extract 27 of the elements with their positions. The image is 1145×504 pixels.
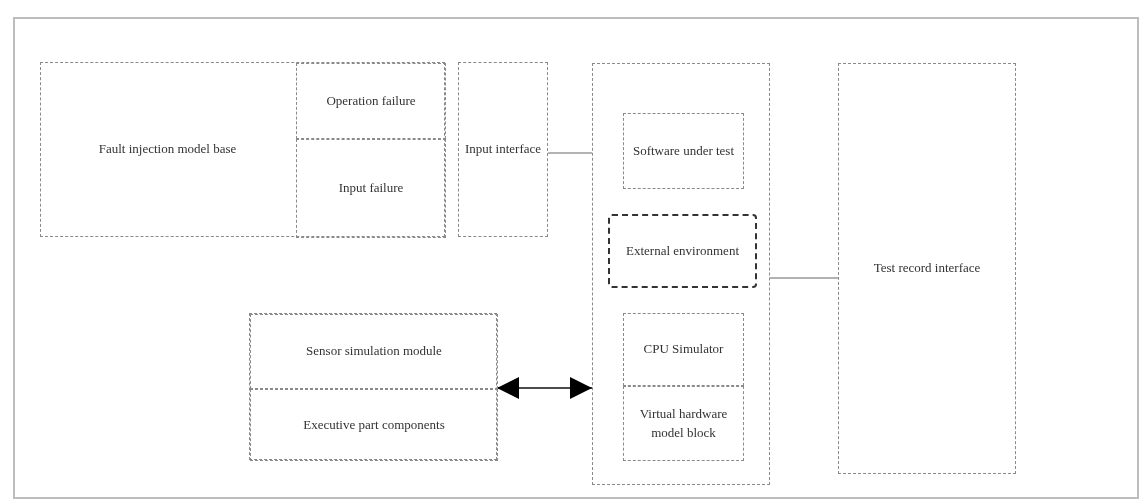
- connector-line: [547, 152, 593, 154]
- dashed-box: [592, 63, 770, 485]
- dashed-box: [40, 62, 445, 237]
- box-label: Input interface: [463, 140, 543, 159]
- box-label: Executive part components: [302, 415, 446, 434]
- dashed-box: [249, 313, 497, 460]
- dashed-box: [250, 314, 498, 389]
- dashed-box: [608, 214, 757, 288]
- box-label: Virtual hardware model block: [638, 404, 729, 442]
- box-label: Input failure: [337, 179, 405, 198]
- dashed-box: [296, 139, 446, 238]
- dashed-box: [623, 113, 744, 189]
- dashed-box: [296, 63, 446, 139]
- box-label: External environment: [625, 241, 740, 260]
- double-arrow: [496, 377, 593, 399]
- box-label: Software under test: [631, 141, 736, 160]
- dashed-box: [838, 63, 1016, 474]
- box-label: Operation failure: [325, 91, 417, 110]
- dashed-box: [623, 313, 744, 386]
- box-label: Test record interface: [872, 259, 982, 278]
- box-label: CPU Simulator: [642, 340, 725, 359]
- connector-line: [769, 277, 839, 279]
- box-label: Fault injection model base: [97, 140, 238, 159]
- dashed-box: [458, 62, 548, 237]
- dashed-box: [623, 386, 744, 461]
- dashed-box: [250, 389, 498, 461]
- box-label: Sensor simulation module: [305, 342, 443, 361]
